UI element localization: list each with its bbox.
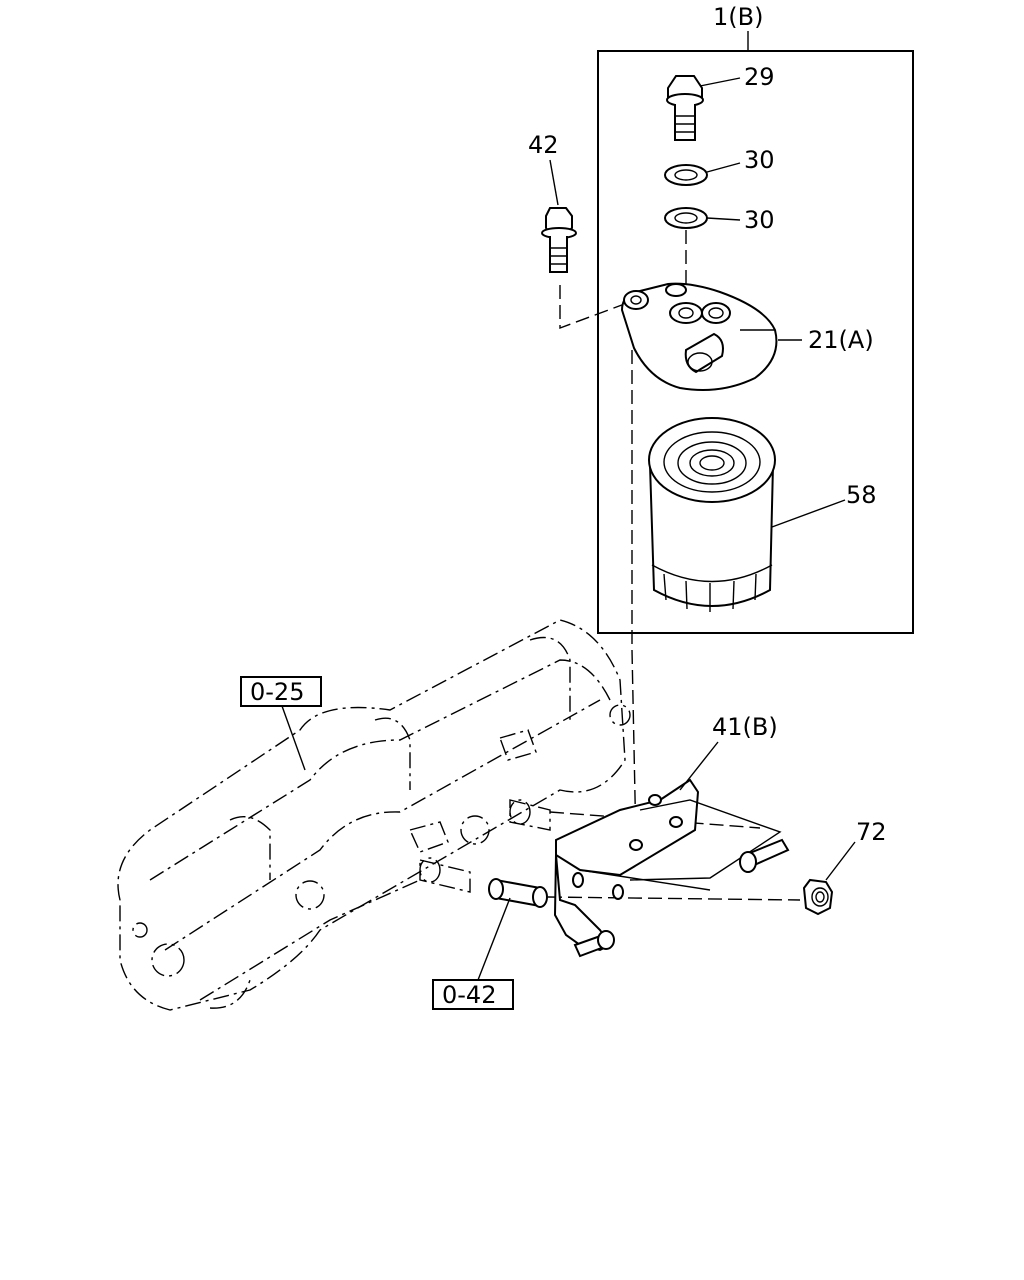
label-bolt-29: 29 [744,63,775,91]
ref-042-box [432,979,514,1010]
filter-cartridge-58 [648,417,846,612]
nut-72 [802,841,856,916]
label-nut: 72 [856,818,887,846]
label-washer-30-lower: 30 [744,206,775,234]
label-ref-025: 0-25 [250,678,304,706]
label-bolt-42: 42 [528,131,559,159]
bracket-41b [553,741,790,958]
filter-head-21a [620,282,802,391]
label-bracket: 41(B) [712,713,778,741]
label-washer-30-upper: 30 [744,146,775,174]
label-filter-cartridge: 58 [846,481,877,509]
label-assembly: 1(B) [713,3,763,31]
bolt-42 [541,159,577,273]
washer-30-upper [664,162,741,186]
bolt-29 [666,75,741,141]
ref-025-box [240,676,322,707]
washer-30-lower [664,207,741,229]
label-ref-042: 0-42 [442,981,496,1009]
label-filter-head: 21(A) [808,326,874,354]
engine-block-ghost [117,619,631,1011]
assembly-frame [597,50,914,634]
